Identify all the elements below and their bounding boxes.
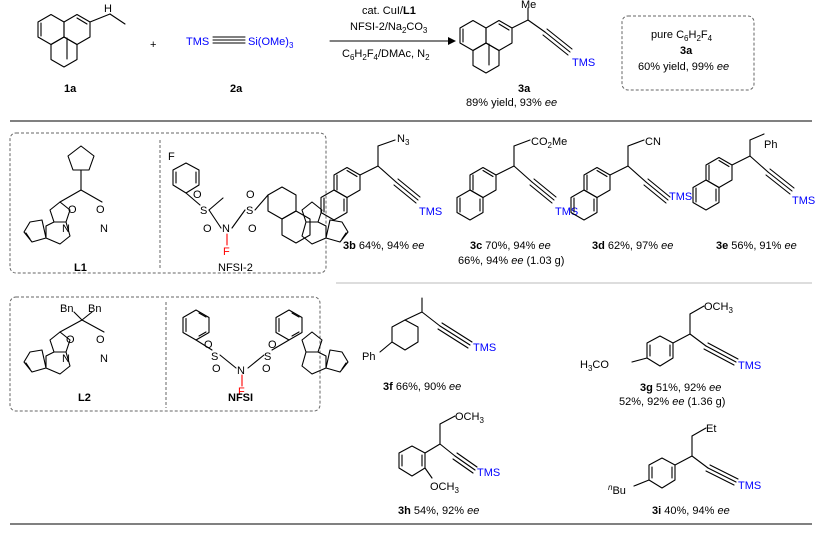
nfsi2-label: NFSI-2	[218, 262, 253, 274]
box-solvent: pure C6H2F4	[651, 29, 713, 43]
svg-text:O: O	[212, 363, 221, 375]
n-fluorine-label: F	[223, 246, 230, 258]
box-yield: 60% yield, 99% ee	[638, 61, 729, 73]
me-label: Me	[521, 0, 536, 11]
tms-label: TMS	[419, 206, 442, 218]
phenyl-label: Ph	[764, 139, 777, 151]
tms-label: TMS	[186, 36, 209, 48]
yield-3i: 3i 40%, 94% ee	[652, 505, 730, 517]
svg-text:O: O	[203, 223, 212, 235]
box-compound: 3a	[680, 45, 693, 57]
tms-label: TMS	[473, 342, 496, 354]
svg-text:O: O	[96, 204, 105, 216]
reactant-1a-structure	[37, 13, 126, 68]
ligand-label-l1: L1	[74, 262, 87, 274]
svg-text:O: O	[193, 189, 202, 201]
svg-text:N: N	[100, 223, 108, 235]
fluorine-label: F	[168, 151, 175, 163]
svg-text:N: N	[62, 353, 70, 365]
svg-text:S: S	[200, 205, 207, 217]
product-3h-structure	[398, 415, 478, 479]
condition-oxidant-base: NFSI-2/Na2CO3	[350, 21, 428, 35]
svg-text:S: S	[246, 205, 253, 217]
phenyl-label: Ph	[362, 351, 375, 363]
ligand-l1-structure: O N O N	[23, 145, 349, 245]
tms-label: TMS	[477, 467, 500, 479]
yield-3f: 3f 66%, 90% ee	[383, 381, 461, 393]
product-3d-structure	[570, 139, 671, 221]
product-3b-structure	[320, 139, 421, 221]
svg-text:S: S	[211, 351, 218, 363]
yield-3g-scale: 52%, 92% ee (1.36 g)	[619, 396, 725, 408]
svg-text:N: N	[222, 223, 230, 235]
tms-label: TMS	[792, 195, 815, 207]
product-3e-structure	[692, 133, 795, 211]
ligand-box-2	[9, 296, 321, 412]
yield-3b: 3b 64%, 94% ee	[343, 240, 424, 252]
si-ome3-label: Si(OMe)3	[248, 36, 294, 50]
bn-label: Bn	[88, 303, 101, 315]
h-label: H	[104, 3, 112, 15]
methoxy-label: H3CO	[580, 359, 609, 373]
compound-label-3a: 3a	[518, 83, 531, 95]
svg-text:N: N	[100, 353, 108, 365]
svg-text:O: O	[246, 189, 255, 201]
nfsi-label: NFSI	[228, 392, 253, 404]
svg-text:O: O	[262, 363, 271, 375]
yield-3a: 89% yield, 93% ee	[466, 97, 557, 109]
tms-label: TMS	[738, 360, 761, 372]
tms-label: TMS	[669, 191, 692, 203]
svg-text:N: N	[237, 365, 245, 377]
methoxymethyl-label: OCH3	[455, 411, 484, 425]
svg-text:O: O	[68, 204, 77, 216]
pure-solvent-box	[621, 15, 755, 91]
ligand-label-l2: L2	[78, 392, 91, 404]
compound-label-2a: 2a	[230, 83, 243, 95]
condition-catalyst: cat. CuI/L1	[362, 5, 416, 17]
product-3a-structure	[459, 7, 573, 74]
product-3g-structure	[631, 305, 739, 367]
ester-label: CO2Me	[531, 136, 567, 150]
nfsi2-structure	[172, 162, 311, 246]
svg-text:O: O	[96, 334, 105, 346]
plus-sign: +	[150, 39, 156, 51]
tms-label: TMS	[738, 480, 761, 492]
tms-label: TMS	[572, 57, 595, 69]
nfsi-structure	[182, 309, 303, 387]
yield-3d: 3d 62%, 97% ee	[592, 240, 673, 252]
product-3f-structure	[379, 297, 473, 353]
ligand-box-1	[9, 132, 327, 274]
tms-label: TMS	[555, 206, 578, 218]
product-3i-structure	[633, 427, 739, 489]
svg-text:N: N	[62, 223, 70, 235]
compound-label-1a: 1a	[64, 83, 77, 95]
bn-label: Bn	[60, 303, 73, 315]
n-fluorine-label: F	[238, 386, 245, 398]
yield-3h: 3h 54%, 92% ee	[398, 505, 479, 517]
ligand-l2-structure: O N O N	[23, 311, 349, 375]
azide-label: N3	[397, 133, 410, 147]
yield-3c: 3c 70%, 94% ee	[470, 240, 551, 252]
product-3c-structure	[456, 139, 557, 221]
methoxymethyl-label: OCH3	[704, 301, 733, 315]
svg-text:O: O	[248, 223, 257, 235]
yield-3g: 3g 51%, 92% ee	[640, 382, 721, 394]
ethyl-label: Et	[706, 423, 716, 435]
condition-solvent: C6H2F4/DMAc, N2	[342, 48, 430, 62]
butyl-label: nBu	[608, 483, 626, 497]
nitrile-label: CN	[645, 136, 661, 148]
svg-text:S: S	[264, 351, 271, 363]
yield-3c-scale: 66%, 94% ee (1.03 g)	[458, 255, 564, 267]
reactant-2a-structure: TMS Si(OMe)3	[186, 36, 294, 50]
svg-text:O: O	[66, 334, 75, 346]
svg-text:O: O	[204, 339, 213, 351]
svg-text:O: O	[268, 339, 277, 351]
methoxy-label: OCH3	[430, 481, 459, 495]
yield-3e: 3e 56%, 91% ee	[716, 240, 797, 252]
